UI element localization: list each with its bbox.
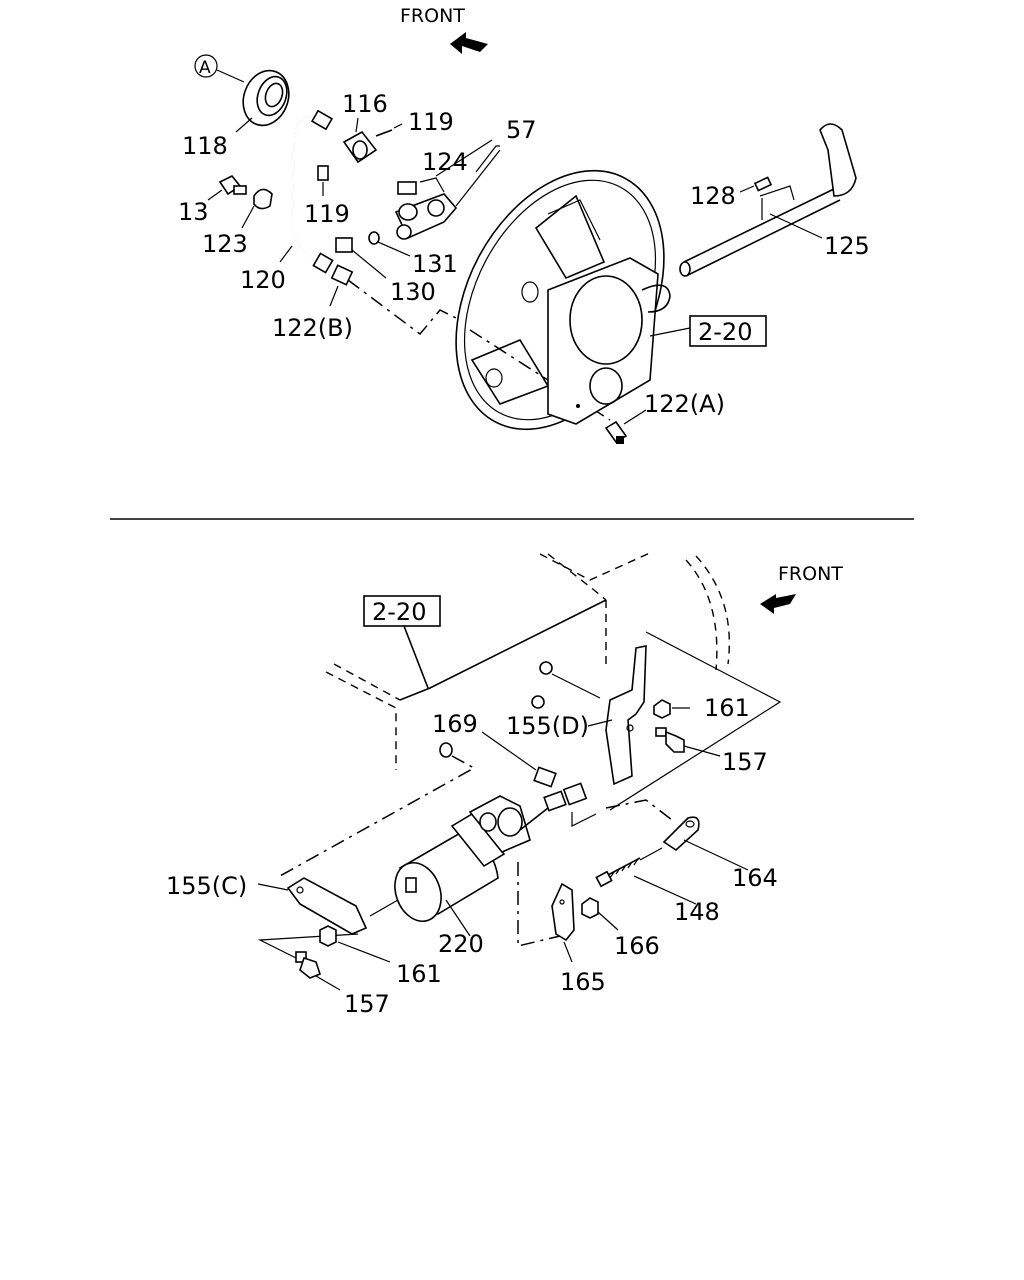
part-130-connector (335, 237, 387, 279)
part-157-bolt-lower (295, 951, 341, 991)
label-148: 148 (674, 898, 720, 926)
top-ref-box (689, 315, 767, 347)
part-122a-bleeder (604, 409, 647, 444)
label-123: 123 (202, 230, 248, 258)
part-120-pipe (279, 109, 334, 274)
label-165: 165 (560, 968, 606, 996)
chassis-outline (325, 551, 731, 770)
part-116-clip (342, 117, 378, 164)
part-washer-lower-left (439, 742, 453, 758)
label-130: 130 (390, 278, 436, 306)
label-57: 57 (506, 116, 537, 144)
part-155d-bracket (531, 631, 782, 811)
label-120: 120 (240, 266, 286, 294)
label-220: 220 (438, 930, 484, 958)
clutch-housing (455, 169, 691, 431)
part-161-nut-upper (653, 699, 690, 719)
part-165-bracket (551, 882, 575, 963)
part-123-clip (241, 188, 273, 229)
part-128-key (739, 176, 773, 193)
label-157-upper: 157 (722, 748, 768, 776)
label-155c: 155(C) (166, 872, 247, 900)
label-131: 131 (412, 250, 458, 278)
top-front-label: FRONT (400, 5, 465, 27)
label-169: 169 (432, 710, 478, 738)
part-164-clevis (662, 816, 749, 871)
part-124-bracket (394, 139, 501, 240)
label-122b: 122(B) (272, 314, 353, 342)
part-122b-bleeder (329, 264, 354, 307)
reference-circle-a: A (194, 54, 245, 83)
part-131-washer (368, 231, 411, 257)
part-157-bolt-upper (655, 727, 721, 757)
bottom-assembly: FRONT 2-20 (166, 551, 843, 1018)
part-118-seal (235, 69, 290, 133)
label-157-lower: 157 (344, 990, 390, 1018)
label-166: 166 (614, 932, 660, 960)
label-164: 164 (732, 864, 778, 892)
part-13-bolt (207, 174, 247, 201)
label-161-lower: 161 (396, 960, 442, 988)
label-119-top: 119 (408, 108, 454, 136)
part-166-nut (581, 897, 619, 931)
bottom-ref-box (363, 595, 441, 627)
label-118: 118 (182, 132, 228, 160)
label-124: 124 (422, 148, 468, 176)
label-116: 116 (342, 90, 388, 118)
part-119-screws (317, 123, 403, 196)
part-161-nut-lower (319, 925, 391, 963)
top-ref-box-text: 2-20 (698, 318, 752, 346)
part-220-cylinder (394, 782, 597, 937)
bottom-ref-box-text: 2-20 (372, 598, 426, 626)
part-155c-bracket (257, 877, 399, 961)
part-169-pin (481, 731, 557, 788)
label-125: 125 (824, 232, 870, 260)
label-122a: 122(A) (644, 390, 725, 418)
label-128: 128 (690, 182, 736, 210)
label-155d: 155(D) (506, 712, 589, 740)
part-148-spring (595, 847, 697, 905)
label-13: 13 (178, 198, 209, 226)
part-125-shaft-lever (679, 123, 857, 277)
label-161-upper: 161 (704, 694, 750, 722)
bottom-front-label: FRONT (778, 563, 843, 585)
circle-a-letter: A (199, 58, 211, 78)
bottom-front-arrow-icon (760, 594, 796, 614)
top-front-arrow-icon (450, 32, 488, 54)
top-assembly: FRONT A (178, 5, 870, 444)
label-119-bottom: 119 (304, 200, 350, 228)
